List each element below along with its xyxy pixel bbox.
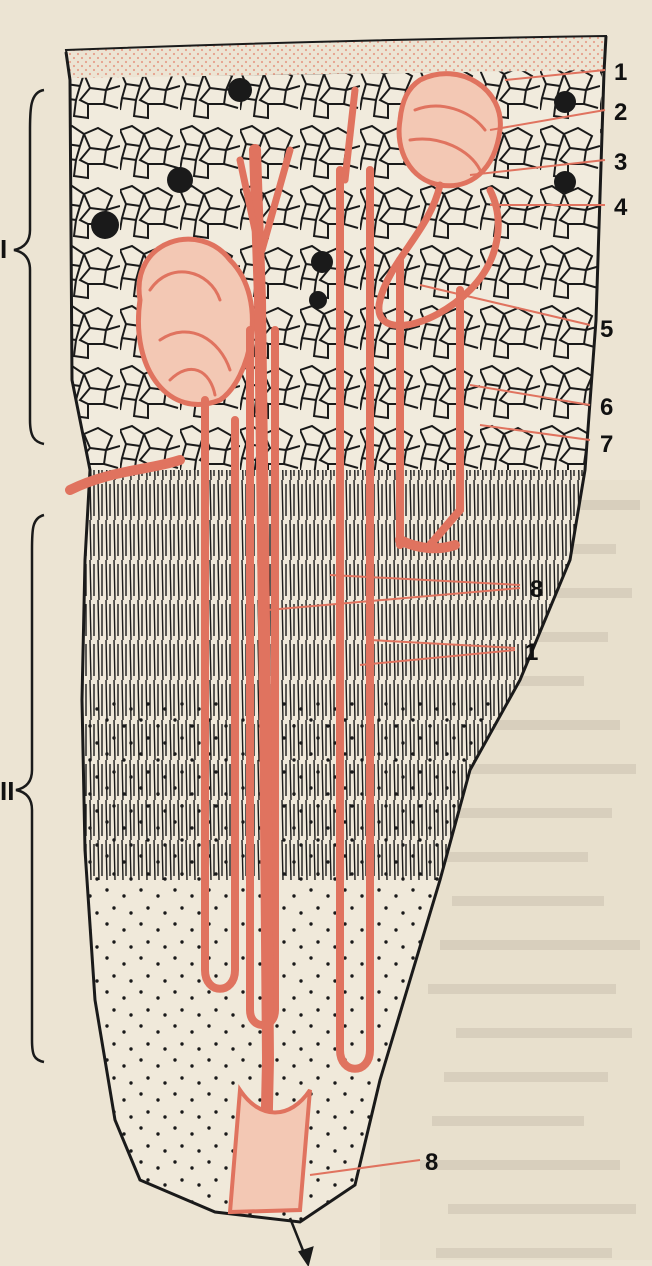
background-text-line	[444, 1072, 608, 1082]
background-text-line	[428, 984, 616, 994]
section-II-label: II	[0, 776, 14, 806]
callout-5: 5	[600, 316, 613, 343]
section-braces	[14, 90, 44, 1062]
callout-1-mid: 1	[525, 639, 538, 666]
background-text-line	[448, 764, 636, 774]
callout-3: 3	[614, 149, 627, 176]
callout-8-bottom: 8	[425, 1149, 438, 1176]
right-glomerulus	[399, 74, 500, 186]
background-text-line	[448, 1204, 636, 1214]
callout-4: 4	[614, 194, 628, 221]
callout-6: 6	[600, 394, 613, 421]
section-labels: I II	[0, 234, 14, 806]
background-text-line	[440, 940, 640, 950]
left-glomerulus	[138, 239, 252, 404]
outflow-arrow	[290, 1218, 312, 1264]
background-text-line	[452, 896, 604, 906]
brace-section-I	[14, 90, 44, 444]
background-text-line	[432, 1116, 584, 1126]
section-I-label: I	[0, 234, 7, 264]
callout-7: 7	[600, 431, 613, 458]
background-text-line	[420, 1160, 620, 1170]
brace-section-II	[16, 515, 44, 1062]
background-text-line	[436, 1248, 612, 1258]
background-text-line	[456, 1028, 632, 1038]
callout-8-mid: 8	[530, 576, 543, 603]
callout-1-top: 1	[614, 59, 627, 86]
callout-2: 2	[614, 99, 627, 126]
background-text-line	[436, 808, 612, 818]
